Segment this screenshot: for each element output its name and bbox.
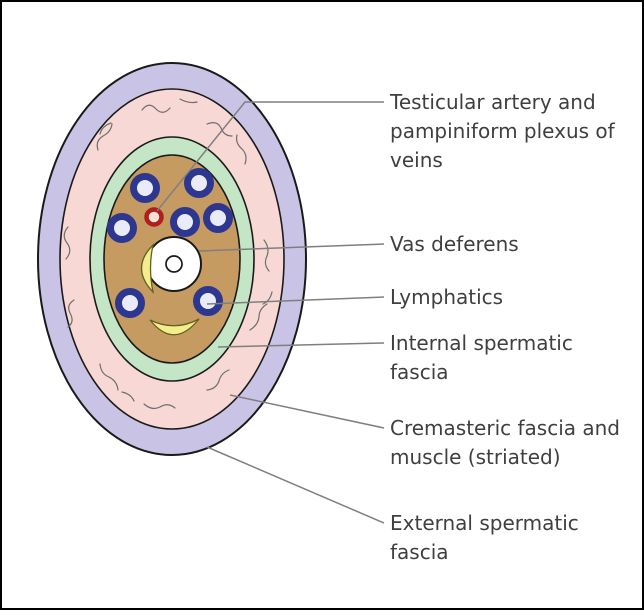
squiggle <box>143 403 176 410</box>
label-internal-spermatic-fascia-line-1: Internal spermatic <box>390 331 573 355</box>
label-external-spermatic-fascia-line-2: fascia <box>390 540 449 564</box>
squiggle <box>141 104 171 113</box>
vein-circle <box>130 173 160 203</box>
leader-lines <box>156 101 385 524</box>
label-lymphatics: Lymphatics <box>390 285 503 309</box>
vein-circle <box>115 288 145 318</box>
leader-line-internal-spermatic-fascia <box>217 342 385 348</box>
squiggle <box>99 363 119 391</box>
leader-line-testicular-artery <box>156 101 384 212</box>
lymphatics <box>140 242 200 336</box>
squiggle <box>206 369 230 391</box>
label-cremasteric-fascia-line-2: muscle (striated) <box>390 445 561 469</box>
labels: Testicular artery and pampiniform plexus… <box>389 90 620 564</box>
label-external-spermatic-fascia-line-1: External spermatic <box>390 511 579 535</box>
lymphatic-crescent-bottom <box>149 318 200 336</box>
squiggle <box>99 122 112 135</box>
vein-circle <box>107 213 137 243</box>
vein-circle <box>170 207 200 237</box>
squiggle <box>179 98 198 104</box>
label-testicular-artery-line-2: pampiniform plexus of <box>390 119 616 143</box>
leader-line-lymphatics <box>206 296 385 305</box>
testicular-artery-circle <box>144 207 164 227</box>
squiggle <box>235 134 247 165</box>
leader-line-external-spermatic-fascia <box>206 446 385 524</box>
vein-circle <box>184 168 214 198</box>
leader-line-cremasteric-fascia <box>229 394 385 429</box>
vas-deferens <box>146 236 202 292</box>
vein-circle <box>203 203 233 233</box>
leader-line-vas-deferens <box>198 243 385 252</box>
squiggle <box>206 122 233 137</box>
label-vas-deferens: Vas deferens <box>390 232 519 256</box>
squiggle <box>63 226 71 260</box>
squiggle <box>67 299 75 328</box>
label-testicular-artery-line-1: Testicular artery and <box>389 90 596 114</box>
squiggle <box>96 123 113 151</box>
pampiniform-plexus-veins <box>107 168 233 318</box>
vas-deferens-lumen <box>165 255 183 273</box>
label-testicular-artery-line-3: veins <box>390 148 443 172</box>
squiggle <box>262 291 273 305</box>
squiggle <box>263 239 270 272</box>
lymphatic-crescent-left <box>140 242 155 295</box>
muscle-texture-squiggles <box>63 98 273 410</box>
vein-circle <box>193 286 223 316</box>
label-internal-spermatic-fascia-line-2: fascia <box>390 360 449 384</box>
squiggle <box>121 391 135 402</box>
squiggle <box>249 303 268 331</box>
label-cremasteric-fascia-line-1: Cremasteric fascia and <box>390 416 620 440</box>
